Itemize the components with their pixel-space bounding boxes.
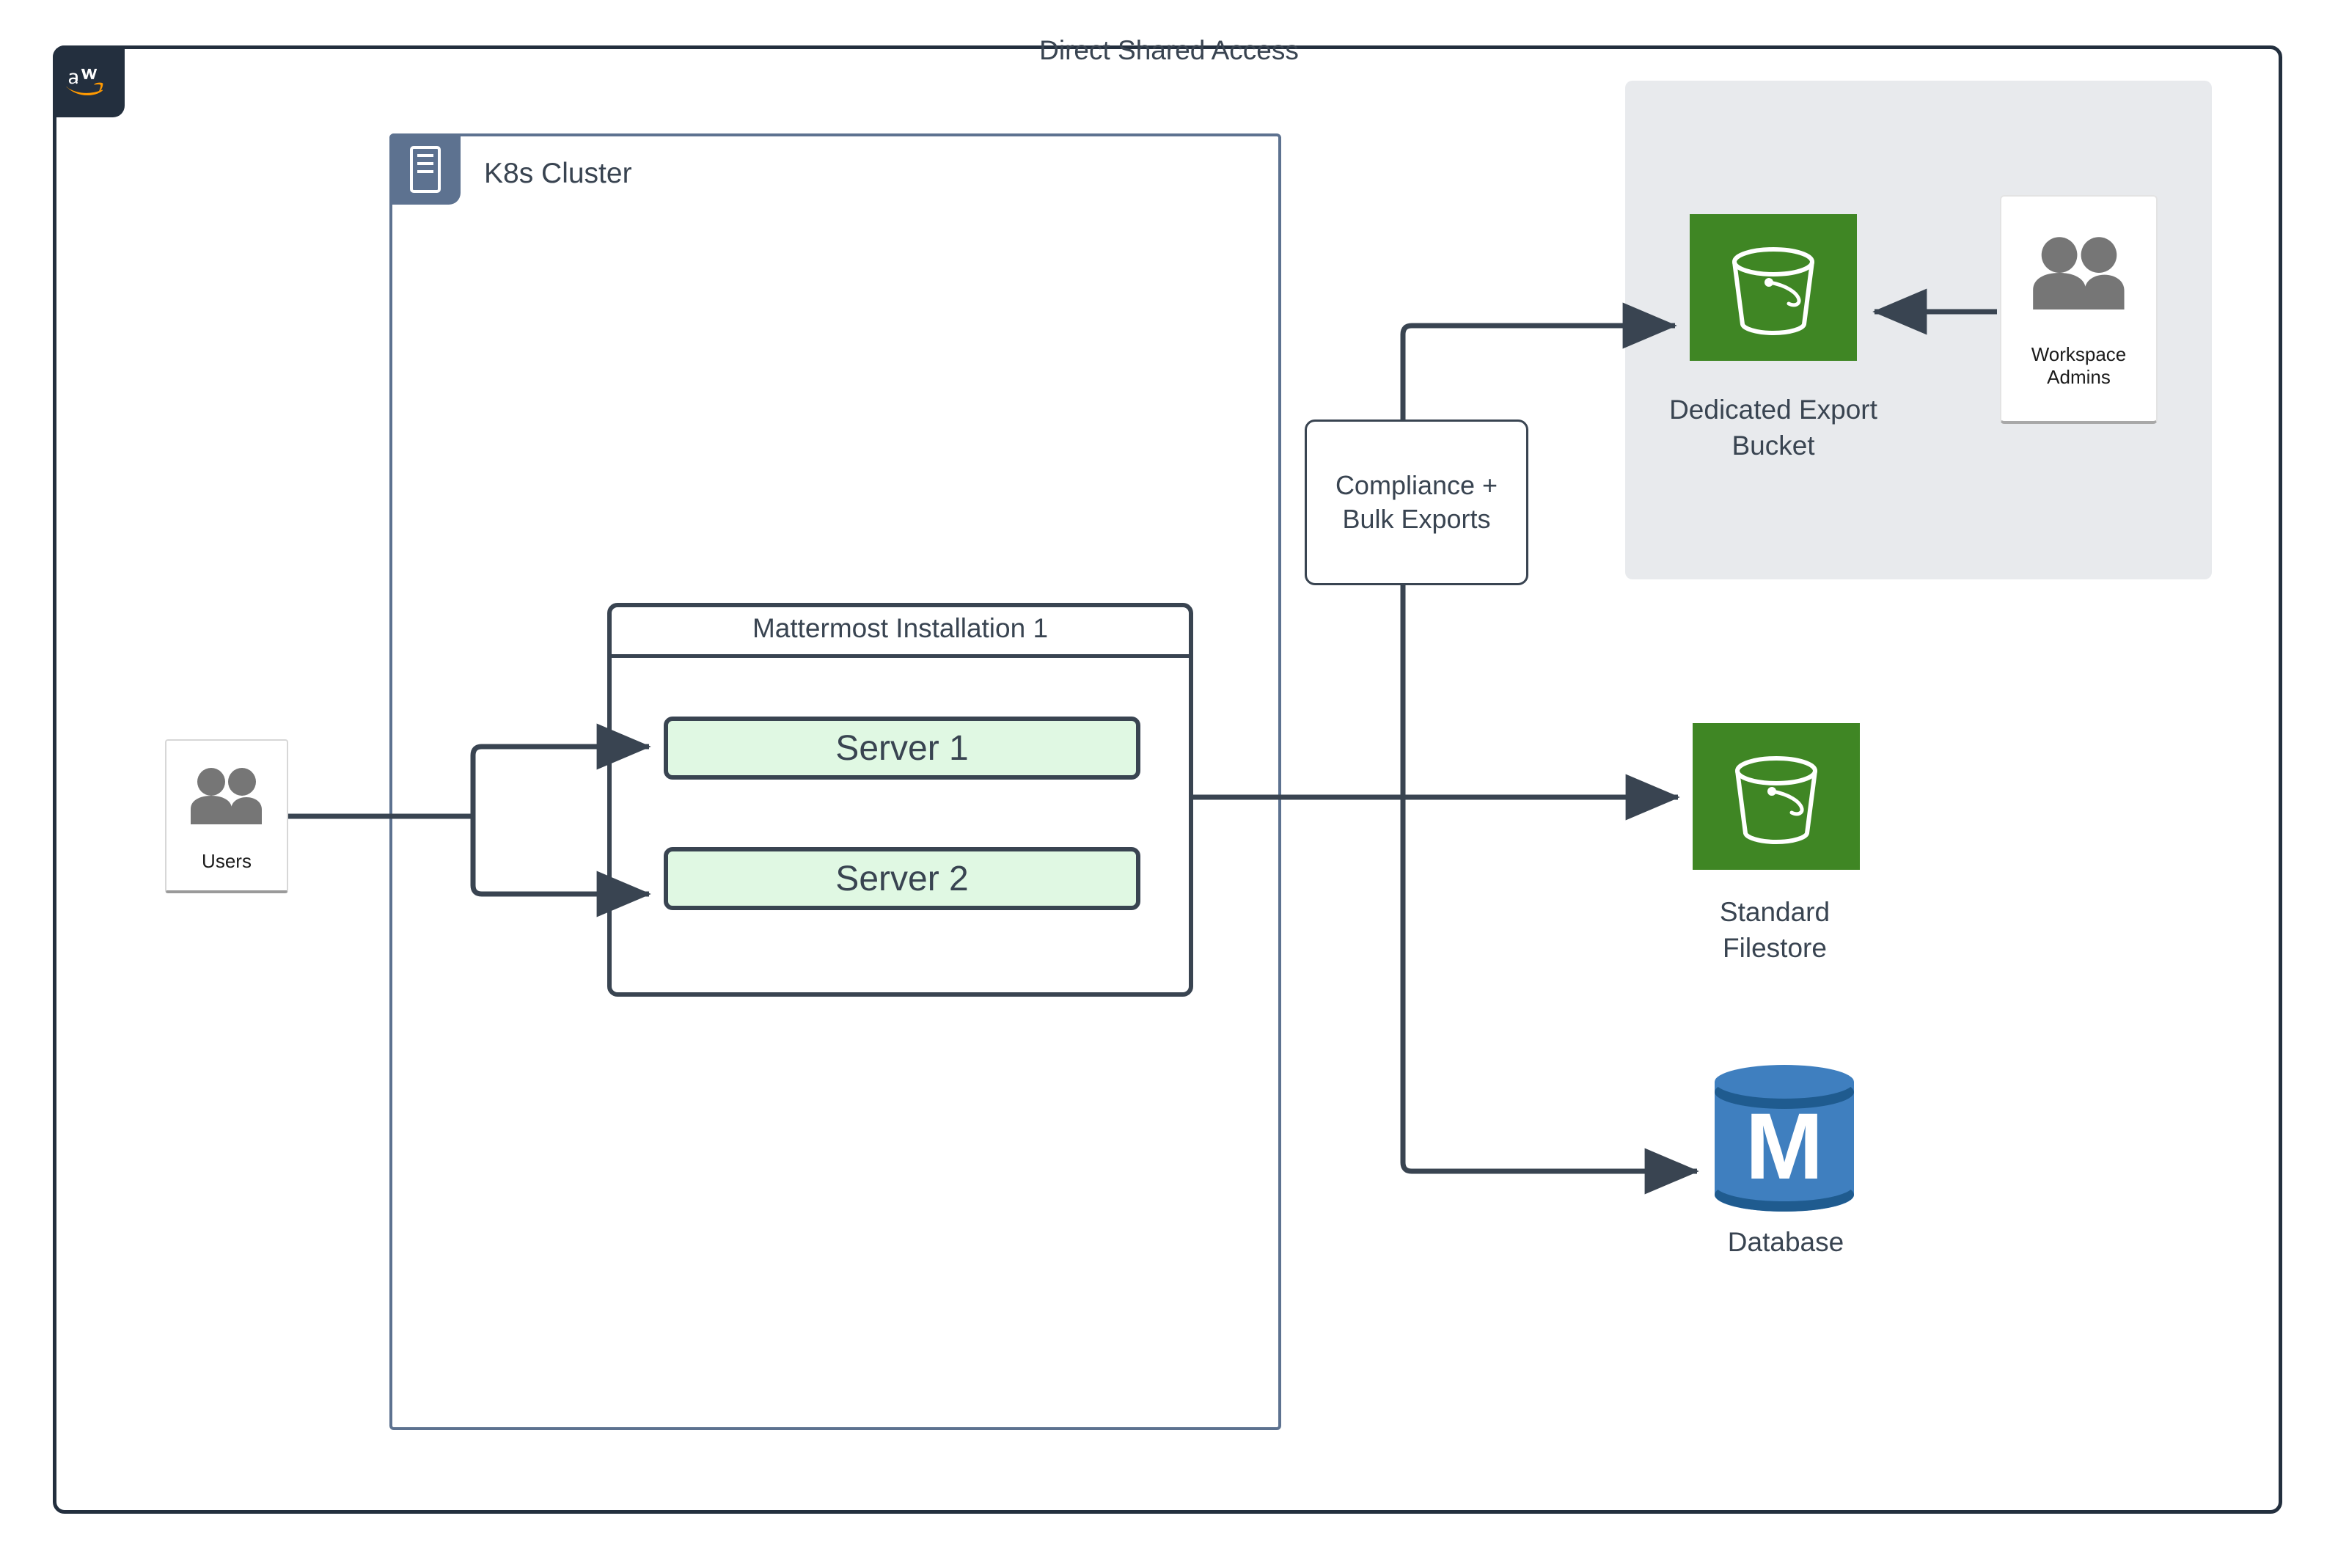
standard-filestore-caption-line-1: Standard [1719,897,1831,927]
users-icon [2032,237,2125,309]
database-node[interactable]: M [1712,1063,1857,1214]
users-label: Users [202,850,252,872]
aws-logo-badge [53,45,125,117]
server-rack-icon [409,145,441,193]
standard-filestore-caption: Standard Filestore [1621,895,1929,967]
aws-logo-icon [65,68,103,96]
users-node[interactable]: Users [165,739,288,893]
dedicated-export-bucket-caption: Dedicated Export Bucket [1619,392,1927,464]
server-1-label: Server 1 [835,728,969,768]
dedicated-export-bucket-caption-line-2: Bucket [1731,430,1815,461]
compliance-line-2: Bulk Exports [1342,504,1491,534]
server-2-node[interactable]: Server 2 [664,847,1140,910]
users-icon [191,768,262,824]
workspace-admins-label: Workspace Admins [2031,343,2127,388]
mattermost-installation-container [607,603,1193,997]
compliance-bulk-exports-node[interactable]: Compliance + Bulk Exports [1305,420,1528,585]
compliance-line-1: Compliance + [1335,469,1498,500]
standard-filestore-node[interactable] [1693,723,1860,870]
k8s-cluster-badge [389,133,461,205]
k8s-cluster-label: K8s Cluster [484,158,632,189]
server-2-label: Server 2 [835,859,969,898]
dedicated-export-bucket-caption-line-1: Dedicated Export [1669,395,1877,425]
workspace-admins-node[interactable]: Workspace Admins [2000,195,2158,424]
server-1-node[interactable]: Server 1 [664,717,1140,780]
direct-shared-access-title: Direct Shared Access [1039,35,1299,65]
database-caption: Database [1727,1227,1844,1257]
s3-bucket-icon [1735,756,1817,844]
database-cylinder-icon: M [1715,1065,1854,1212]
s3-bucket-icon [1732,247,1814,335]
dedicated-export-bucket-node[interactable] [1690,214,1857,361]
mattermost-installation-title: Mattermost Installation 1 [607,603,1193,658]
svg-text:M: M [1745,1094,1824,1199]
standard-filestore-caption-line-2: Filestore [1723,932,1827,963]
